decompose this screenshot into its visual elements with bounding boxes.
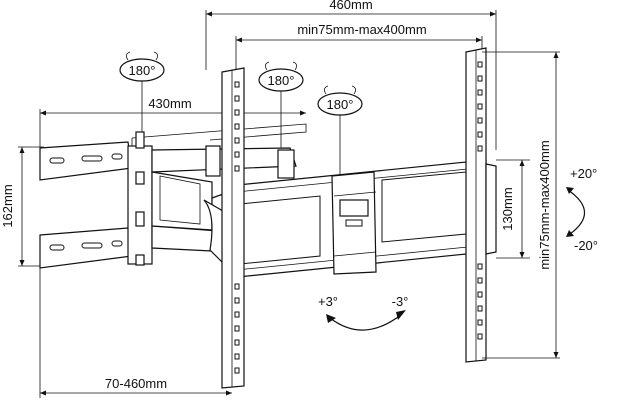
plate-height-dimension: 130mm: [496, 159, 530, 259]
wall-plate-upper: [39, 141, 133, 181]
swivel-right-marker: 180°: [317, 85, 363, 175]
rail-right-holes: [477, 61, 483, 340]
plate-height-label: 130mm: [500, 187, 515, 230]
bracket-height-dimension: 162mm: [0, 146, 44, 267]
vesa-vertical-dimension: min75mm-max400mm: [482, 51, 560, 359]
vesa-horizontal-label: min75mm-max400mm: [297, 22, 426, 37]
overall-width-dimension: 460mm: [205, 0, 497, 150]
tv-carrier-plate: [227, 159, 487, 279]
depth-range-label: 70-460mm: [105, 376, 167, 391]
tilt-up-label: +20°: [570, 166, 597, 181]
tv-rail-right: [465, 47, 497, 363]
wall-pivot-post: [127, 131, 153, 266]
level-plus-label: +3°: [318, 294, 338, 309]
swivel-left-marker: 180°: [119, 51, 165, 140]
tilt-indicator: +20° -20°: [566, 166, 598, 253]
wall-plate-lower: [39, 227, 133, 269]
swivel-left-label: 180°: [129, 63, 156, 78]
depth-range-dimension: 70-460mm: [39, 268, 232, 398]
tilt-down-label: -20°: [574, 238, 598, 253]
level-minus-label: -3°: [392, 294, 409, 309]
bracket-height-label: 162mm: [0, 184, 15, 227]
overall-width-label: 460mm: [329, 0, 372, 12]
level-adjust-indicator: +3° -3°: [318, 294, 409, 331]
arm-extension-dimension: 430mm: [39, 96, 306, 150]
vesa-vertical-label: min75mm-max400mm: [537, 140, 552, 269]
swivel-right-label: 180°: [327, 97, 354, 112]
rail-left-holes: [234, 81, 240, 374]
tv-rail-left: [221, 67, 245, 389]
vesa-horizontal-dimension: min75mm-max400mm: [235, 22, 483, 70]
swivel-middle-label: 180°: [268, 73, 295, 88]
arm-extension-label: 430mm: [148, 96, 191, 111]
swivel-middle-marker: 180°: [258, 61, 304, 150]
